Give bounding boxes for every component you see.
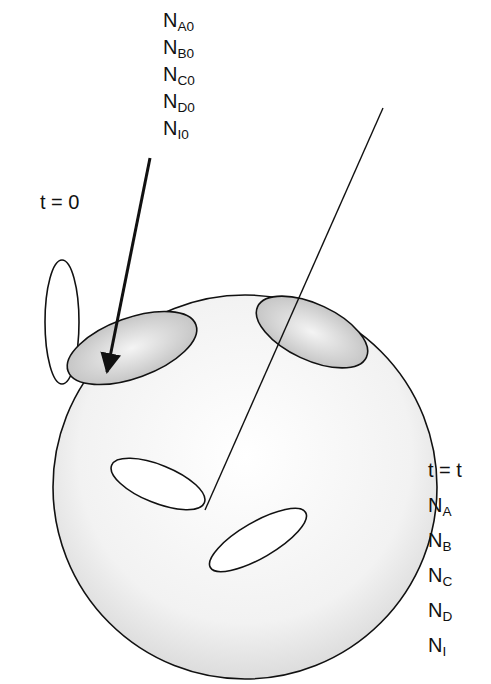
species-amount: ND bbox=[428, 600, 452, 620]
stirrer-shaft bbox=[205, 108, 383, 510]
species-amount: ND0 bbox=[163, 91, 195, 111]
species-amount: NA bbox=[428, 495, 452, 515]
species-amount: NB bbox=[428, 530, 452, 550]
species-amount: NA0 bbox=[163, 10, 194, 30]
species-amount: NC0 bbox=[163, 64, 195, 84]
outlet-port bbox=[246, 281, 378, 382]
species-amount: NB0 bbox=[163, 37, 194, 57]
time-label: t = t bbox=[428, 460, 462, 480]
inlet-port bbox=[58, 297, 206, 400]
stirrer-blade bbox=[105, 448, 212, 521]
stirrer-blade bbox=[201, 497, 314, 583]
species-amount: NI bbox=[428, 635, 446, 655]
time-label: t = 0 bbox=[40, 192, 79, 212]
species-amount: NC bbox=[428, 565, 452, 585]
species-amount: NI0 bbox=[163, 118, 189, 138]
charge-arrow bbox=[107, 158, 150, 372]
